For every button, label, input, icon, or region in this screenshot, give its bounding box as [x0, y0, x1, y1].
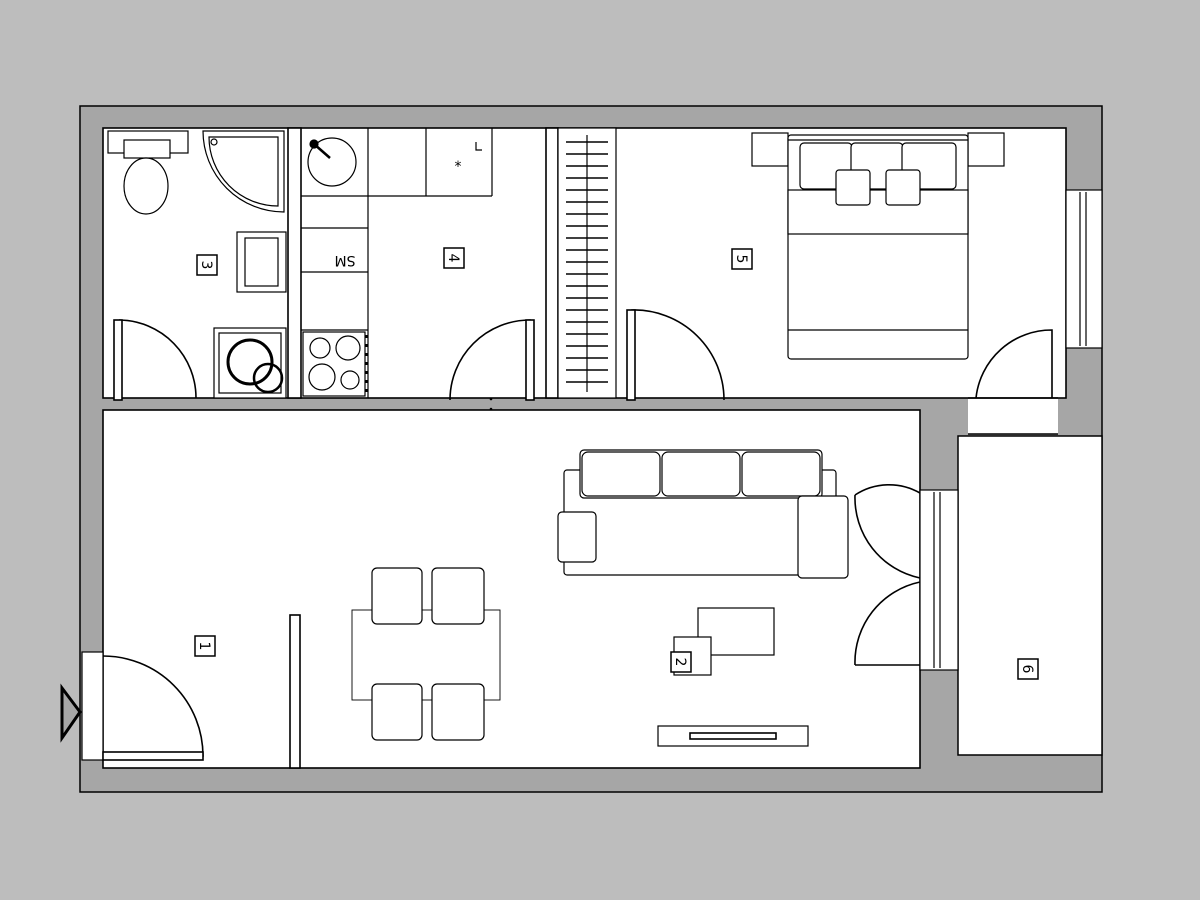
- window-living-balcony: [919, 489, 959, 671]
- door-kitchen-leaf: [525, 319, 535, 401]
- room-label-1: 1: [194, 635, 216, 657]
- shower-tray-inner: [208, 136, 279, 207]
- dining-chair: [431, 567, 485, 625]
- wall-living-stub: [289, 614, 301, 769]
- sofa-chaise: [797, 495, 849, 579]
- nightstand-left: [751, 132, 789, 167]
- dining-table[interactable]: [351, 609, 501, 701]
- door-closet[interactable]: [975, 329, 1053, 399]
- door-bathroom[interactable]: [119, 319, 197, 400]
- room-number-5: 5: [733, 255, 749, 264]
- room-label-2: 2: [670, 651, 692, 673]
- floor-balcony: [957, 435, 1103, 756]
- room-number-1: 1: [196, 642, 212, 651]
- wall-bath-kitchen: [287, 127, 302, 399]
- room-number-2: 2: [672, 658, 688, 667]
- door-balcony-lower-swing: [854, 581, 921, 666]
- entrance-opening: [81, 651, 104, 761]
- bed-blanket-fold: [787, 189, 969, 235]
- room-label-4: 4: [443, 247, 465, 269]
- dishwasher-label: SM: [335, 252, 356, 268]
- bathroom-fixtures: [107, 130, 287, 399]
- kitchen-fixtures: [301, 128, 493, 398]
- room-number-6: 6: [1019, 665, 1035, 674]
- door-balcony-upper-swing: [854, 494, 921, 579]
- toilet-bowl: [123, 157, 169, 215]
- door-kitchen[interactable]: [449, 319, 531, 401]
- living-furniture: [351, 449, 849, 747]
- freezer-handle: [475, 142, 482, 151]
- sofa-cushion: [581, 451, 661, 497]
- tv: [689, 732, 777, 740]
- window-bedroom: [1065, 189, 1103, 349]
- entrance-arrow-icon: [60, 683, 82, 743]
- wardrobe-hangers: [566, 141, 608, 383]
- room-label-5: 5: [731, 248, 753, 270]
- burner: [309, 337, 331, 359]
- kitchen-faucet-head: [309, 139, 319, 149]
- nightstand-right: [967, 132, 1005, 167]
- windows: [81, 189, 1103, 761]
- washing-machine-door: [252, 362, 284, 394]
- burner: [340, 370, 360, 390]
- shower-drain: [210, 138, 218, 146]
- door-bathroom-leaf: [113, 319, 123, 401]
- door-bedroom-leaf: [626, 309, 636, 401]
- washing-machine-drum: [226, 338, 274, 386]
- door-bedroom[interactable]: [631, 309, 725, 401]
- door-entrance[interactable]: [102, 655, 204, 757]
- sofa-cushion: [661, 451, 741, 497]
- door-balcony-upper[interactable]: [854, 483, 921, 496]
- door-entrance-leaf: [102, 751, 204, 761]
- dining-chair: [371, 683, 423, 741]
- shower-tray: [202, 130, 285, 213]
- sofa-pillow: [557, 511, 597, 563]
- burner: [308, 363, 336, 391]
- room-number-3: 3: [198, 261, 214, 270]
- sofa-cushion: [741, 451, 821, 497]
- wall-kitchen-bedroom: [545, 127, 559, 399]
- floor-corridor: [968, 398, 1058, 434]
- floor-mark: [489, 397, 493, 401]
- burner: [335, 335, 361, 361]
- bath-sink-basin: [244, 237, 279, 287]
- cushion: [835, 169, 871, 206]
- room-labels: 1 2 3 4 5 6: [194, 247, 1039, 680]
- cushion: [885, 169, 921, 206]
- room-number-4: 4: [445, 254, 461, 263]
- bedroom-furniture: [557, 127, 1005, 399]
- room-label-3: 3: [196, 254, 218, 276]
- room-label-6: 6: [1017, 658, 1039, 680]
- dining-chair: [371, 567, 423, 625]
- doors: [102, 309, 1053, 761]
- dining-chair: [431, 683, 485, 741]
- floor-mark: [489, 407, 493, 411]
- freezer-mark: *: [455, 159, 462, 175]
- toilet-seat: [123, 139, 171, 159]
